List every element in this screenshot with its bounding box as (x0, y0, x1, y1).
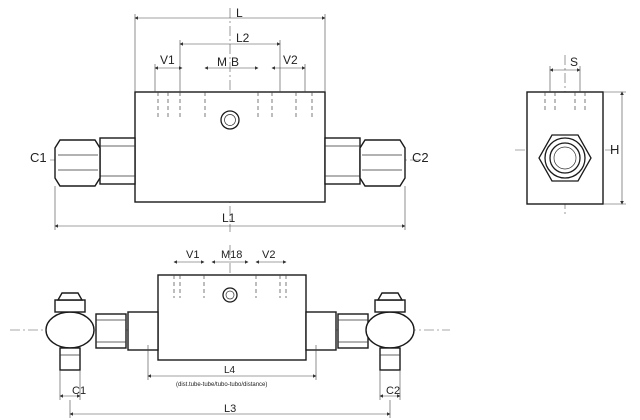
bottom-m18-port (222, 287, 238, 303)
side-view: S H (515, 55, 626, 215)
label-v1: V1 (160, 53, 175, 67)
side-port-outer-circle (544, 137, 586, 179)
front-view: L L2 V1 M B V2 C1 C2 L1 (30, 6, 429, 232)
label-l2: L2 (236, 31, 250, 45)
label-s: S (570, 55, 578, 69)
label-v2: V2 (283, 53, 298, 67)
bottom-valve-body (157, 274, 307, 361)
side-body (526, 91, 604, 205)
bottom-label-v1: V1 (186, 249, 199, 261)
bottom-view: V1 M18 V2 L4 (dist.tube-tube/tubo-tubo/d… (10, 245, 450, 418)
label-l1: L1 (222, 211, 236, 225)
label-l4: L4 (224, 365, 236, 376)
label-l3: L3 (224, 403, 236, 415)
bottom-right-fittings (305, 292, 415, 371)
side-port-bore (553, 146, 577, 170)
bottom-label-c2: C2 (386, 385, 400, 397)
hidden-lines (157, 92, 313, 118)
label-b: B (231, 55, 239, 69)
valve-body (134, 91, 326, 203)
bottom-label-m18: M18 (221, 249, 242, 261)
label-h: H (610, 142, 619, 157)
m-port-outer-circle (220, 110, 240, 130)
bottom-left-fittings (45, 292, 159, 371)
m-port-inner-circle (224, 114, 236, 126)
label-c2: C2 (412, 150, 429, 165)
side-hex-port (538, 134, 592, 182)
label-l4-note: (dist.tube-tube/tubo-tubo/distance) (176, 382, 267, 388)
bottom-label-c1: C1 (72, 385, 86, 397)
bottom-label-v2: V2 (262, 249, 275, 261)
left-fitting (54, 137, 136, 187)
label-m: M (217, 55, 227, 69)
side-port-inner-circle (549, 142, 581, 174)
label-l: L (236, 6, 243, 20)
right-fitting (324, 137, 406, 187)
label-c1: C1 (30, 150, 47, 165)
